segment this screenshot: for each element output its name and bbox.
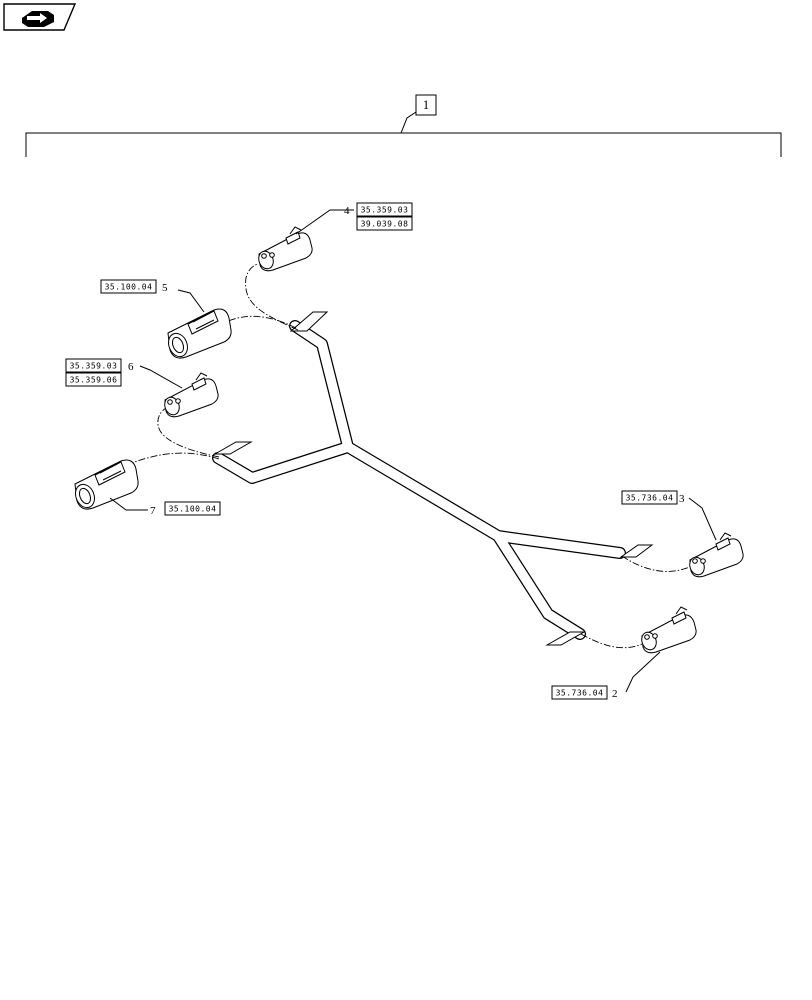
item-4-ref-2: 39.039.08 (361, 220, 409, 229)
assembly-bracket (25, 111, 782, 157)
leader-lines (109, 209, 717, 693)
item-5-callout[interactable]: 35.100.04 5 (100, 279, 168, 294)
item-5-ref-1: 35.100.04 (105, 283, 153, 292)
connector-5[interactable] (165, 308, 232, 359)
harness-body (212, 320, 626, 640)
item-4-ref-1: 35.359.03 (361, 206, 409, 215)
item-2-number: 2 (612, 688, 618, 700)
item-7-ref-1: 35.100.04 (169, 505, 217, 514)
harness-tape-flags (213, 311, 654, 646)
item-2-callout[interactable]: 35.736.04 2 (551, 685, 618, 700)
item-5-number: 5 (162, 282, 168, 294)
assembly-callout[interactable]: 1 (415, 94, 437, 116)
item-6-callout[interactable]: 35.359.03 35.359.06 6 (65, 358, 134, 387)
item-3-number: 3 (679, 493, 685, 505)
item-7-number: 7 (150, 505, 156, 517)
item-4-callout[interactable]: 4 35.359.03 39.039.08 (344, 202, 413, 231)
item-6-ref-1: 35.359.03 (70, 362, 118, 371)
item-4-number: 4 (344, 205, 350, 217)
connector-2[interactable] (639, 606, 697, 654)
item-2-ref-1: 35.736.04 (556, 689, 604, 698)
item-3-ref-1: 35.736.04 (626, 494, 674, 503)
next-page-arrow-icon (22, 11, 54, 27)
connector-7[interactable] (72, 459, 139, 510)
connector-6[interactable] (162, 372, 219, 418)
item-6-number: 6 (128, 361, 134, 373)
assembly-item-number: 1 (423, 97, 430, 112)
connector-3[interactable] (687, 532, 744, 578)
item-3-callout[interactable]: 35.736.04 3 (621, 490, 685, 505)
connector-4[interactable] (256, 226, 313, 272)
item-6-ref-2: 35.359.06 (70, 376, 118, 385)
next-page-button[interactable] (3, 3, 77, 31)
item-7-callout[interactable]: 7 35.100.04 (150, 501, 221, 517)
